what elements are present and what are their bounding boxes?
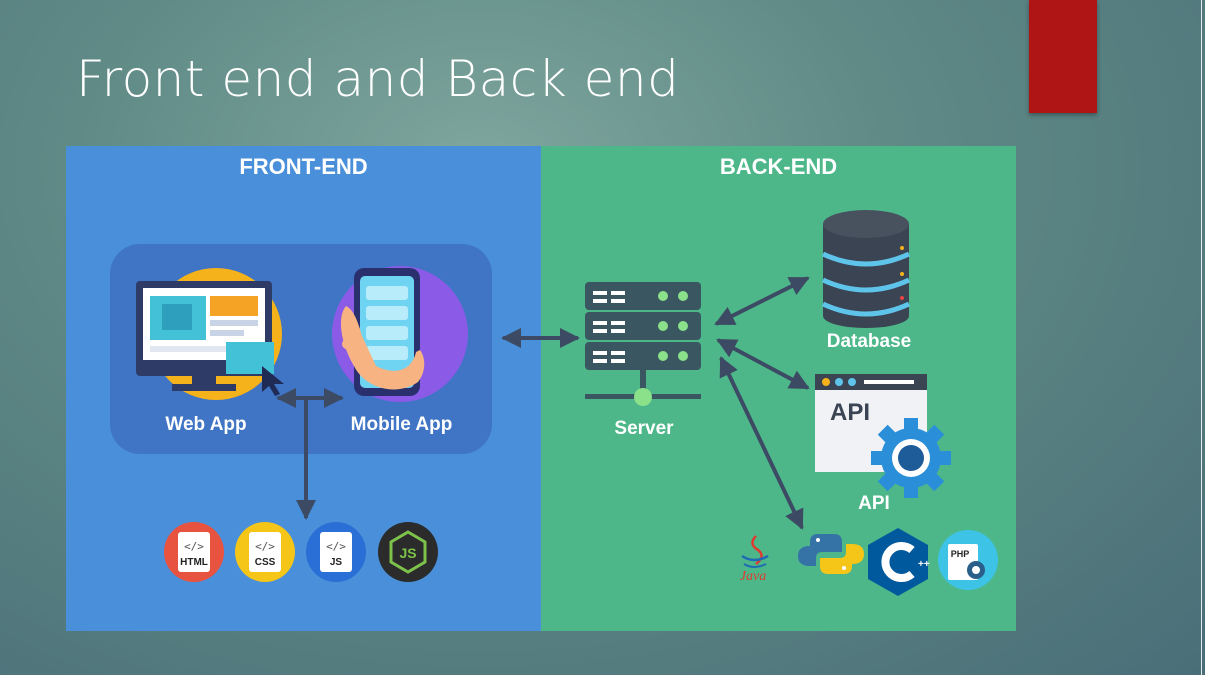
server-database-arrow — [714, 276, 810, 326]
web-app-icon — [136, 268, 284, 400]
svg-text:</>: </> — [255, 540, 275, 553]
diagram-graphics: API </> HTML </ — [110, 210, 998, 596]
html-icon-label: HTML — [180, 557, 208, 568]
css-icon: </> CSS — [235, 522, 295, 582]
svg-text:</>: </> — [184, 540, 204, 553]
js-icon-label: JS — [330, 557, 343, 568]
api-window-text: API — [830, 399, 870, 426]
server-languages-arrow — [719, 356, 804, 530]
svg-text:JS: JS — [399, 545, 416, 561]
mobile-app-icon — [332, 266, 468, 402]
database-icon — [821, 210, 911, 328]
css-icon-label: CSS — [255, 557, 276, 568]
php-icon: PHP — [938, 530, 998, 590]
java-icon: Java — [740, 535, 769, 584]
database-label: Database — [826, 331, 912, 352]
accent-block — [1029, 0, 1097, 113]
web-app-label: Web App — [165, 414, 247, 435]
mobile-app-label: Mobile App — [350, 414, 453, 435]
slide-edge-line — [1201, 0, 1202, 675]
js-icon: </> JS — [306, 522, 366, 582]
backend-heading: BACK-END — [719, 154, 838, 179]
cpp-icon: ++ — [868, 528, 930, 596]
python-icon — [798, 534, 864, 574]
backend-panel: BACK-END — [541, 146, 1016, 631]
frontend-heading: FRONT-END — [239, 154, 368, 179]
server-icon — [585, 282, 701, 406]
nodejs-icon: JS — [378, 522, 438, 582]
html-icon: </> HTML — [164, 522, 224, 582]
frontend-backend-diagram: FRONT-END BACK-END — [66, 146, 1016, 631]
svg-text:</>: </> — [326, 540, 346, 553]
server-label: Server — [614, 418, 674, 439]
cpp-icon-label: ++ — [918, 559, 930, 570]
java-icon-label: Java — [740, 569, 766, 584]
api-label: API — [858, 493, 890, 514]
api-window-icon: API — [815, 374, 951, 498]
gear-icon — [871, 418, 951, 498]
php-icon-label: PHP — [951, 549, 970, 559]
slide-title: Front end and Back end — [76, 50, 680, 108]
